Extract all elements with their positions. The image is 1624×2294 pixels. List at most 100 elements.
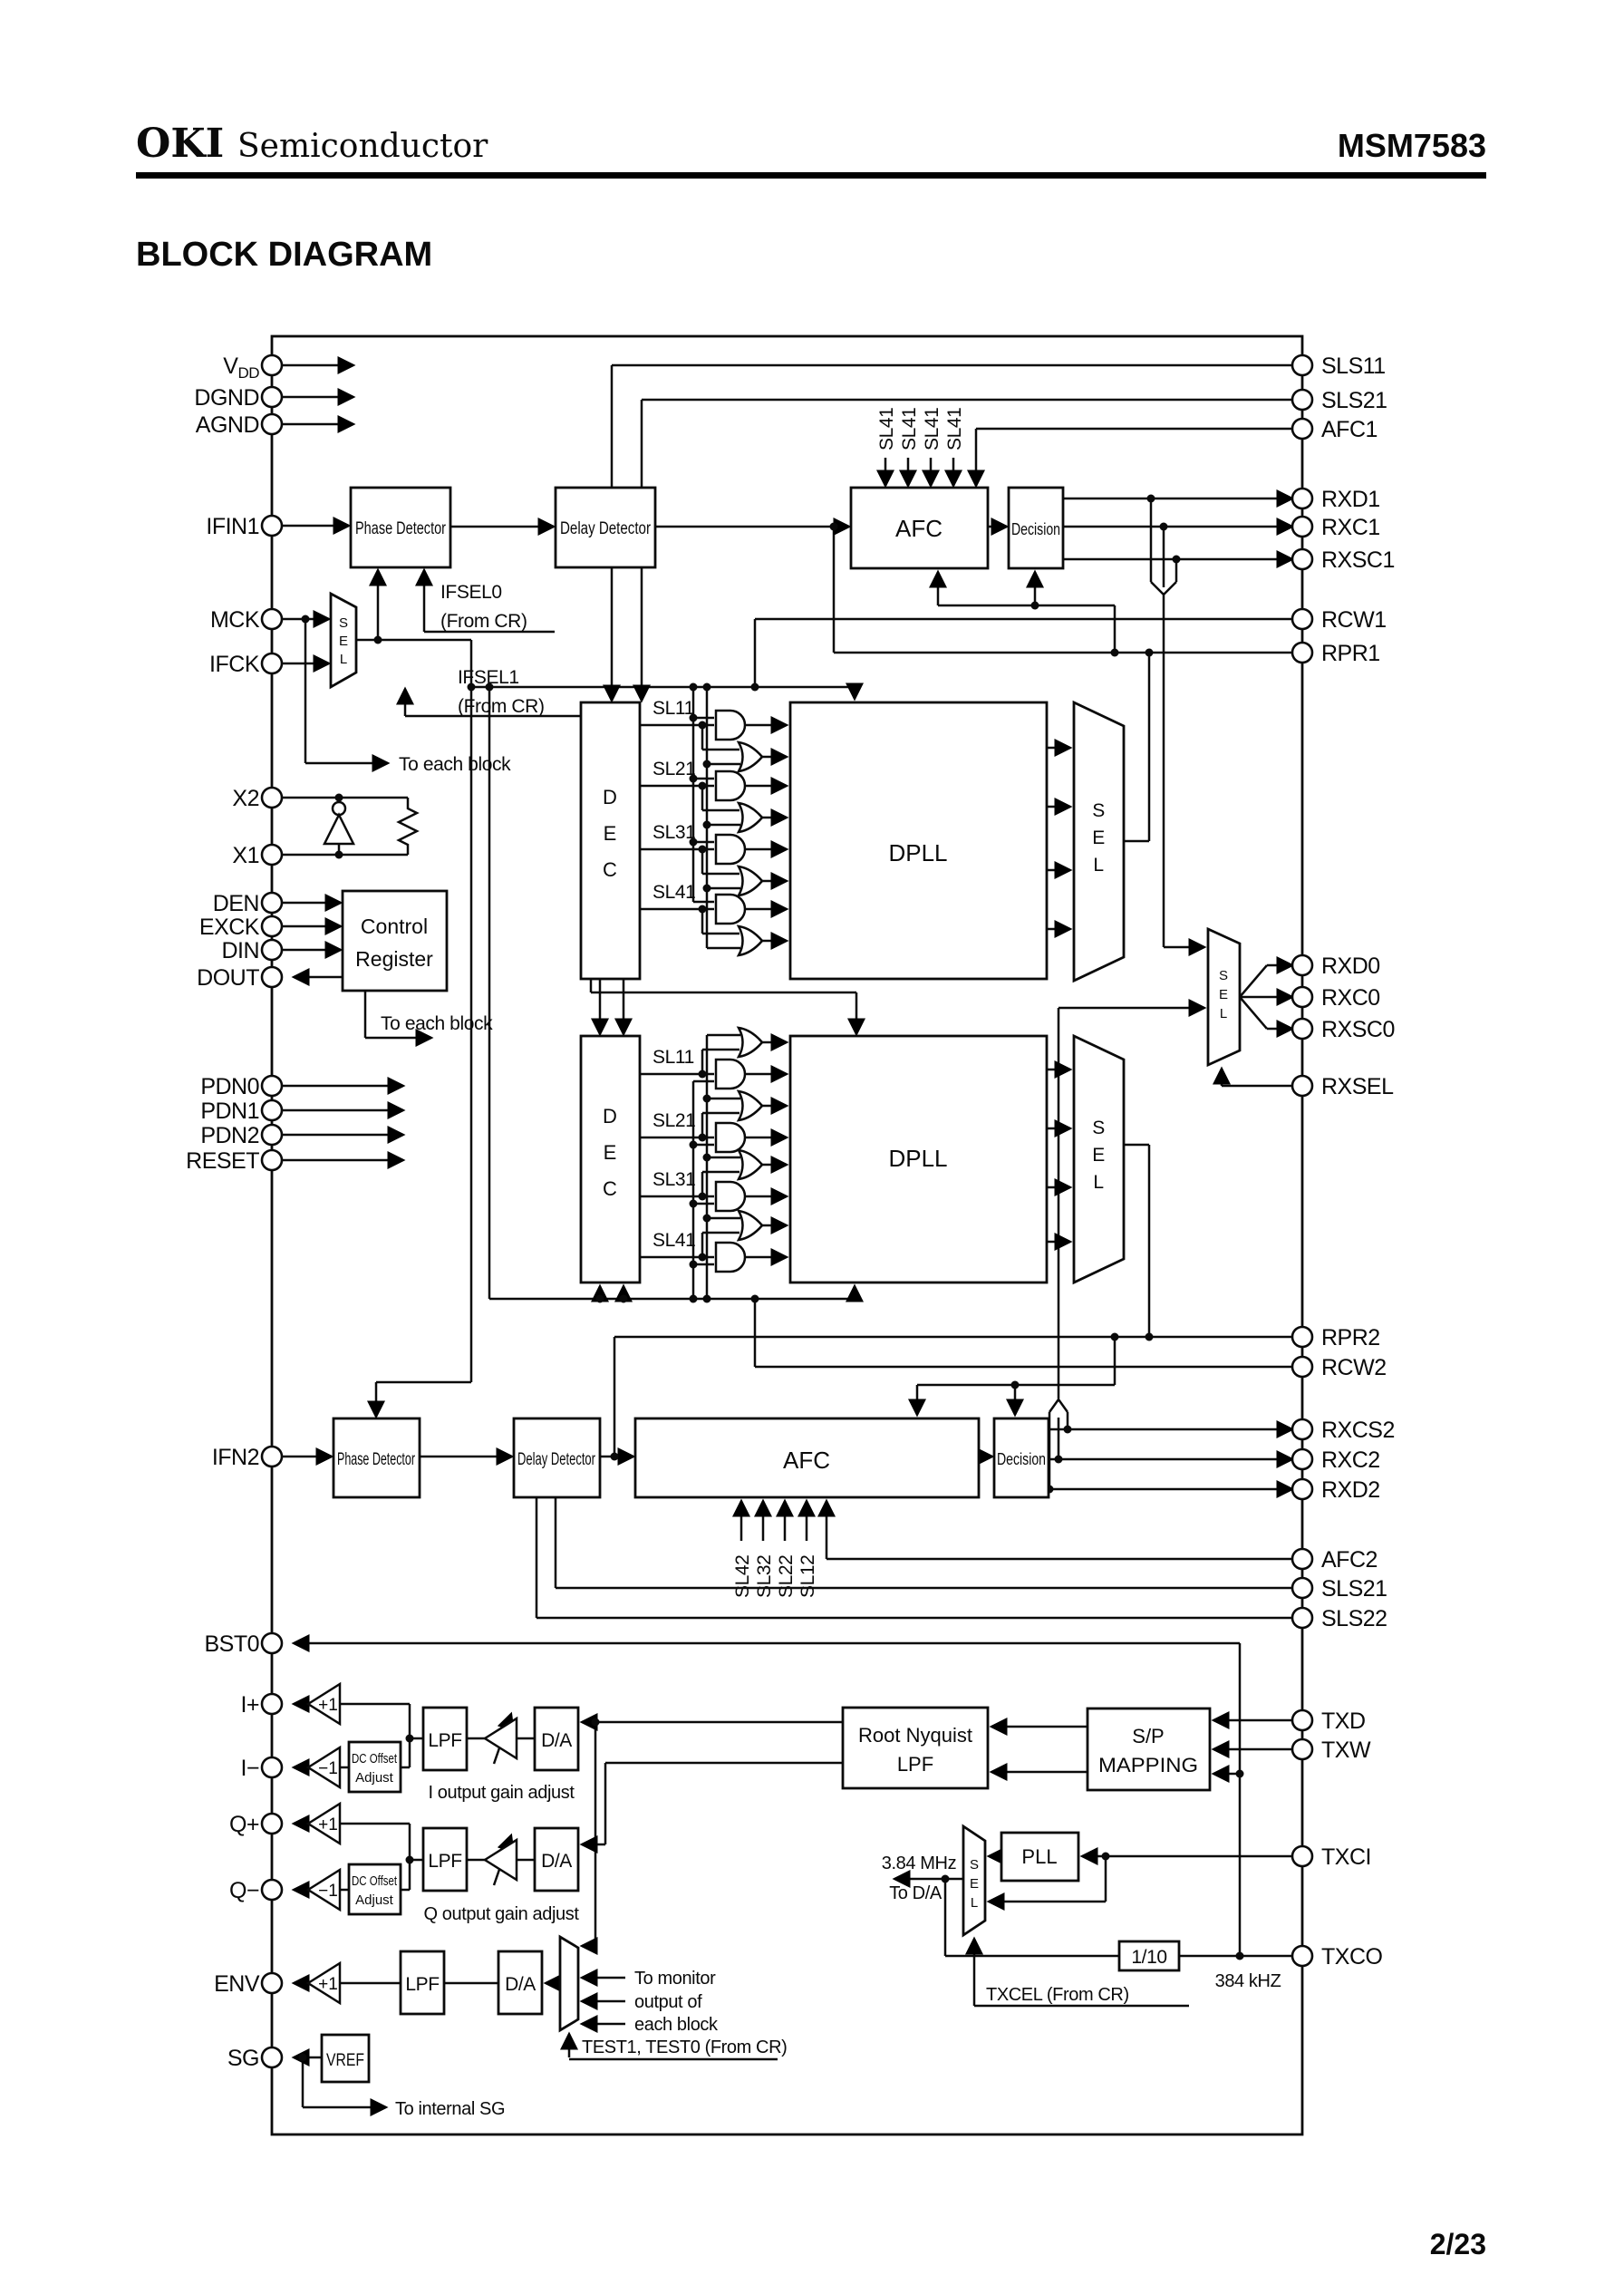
- diagram-label: RXC2: [1321, 1447, 1380, 1473]
- junction-dot: [689, 1199, 698, 1208]
- diagram-label: MAPPING: [1098, 1754, 1198, 1776]
- diagram-label: E: [970, 1876, 979, 1892]
- junction-dot: [689, 774, 698, 783]
- diagram-label: PDN1: [200, 1099, 259, 1124]
- dpll-2-label: DPLL: [888, 1145, 947, 1172]
- diagram-label: S: [339, 615, 348, 631]
- pin-reset: [260, 1148, 284, 1172]
- diagram-label: SL21: [652, 759, 695, 779]
- diagram-label: AFC2: [1321, 1547, 1378, 1573]
- sl41-vertical-label: SL41: [876, 408, 897, 450]
- and-gate: [714, 833, 747, 866]
- diagram-label: To D/A: [889, 1883, 942, 1903]
- and-gate: [714, 893, 747, 925]
- or-gate: [736, 924, 764, 957]
- diagram-label: (From CR): [440, 611, 527, 632]
- pin-q-minus: [260, 1878, 284, 1902]
- pin-rxcs2: [1290, 1418, 1314, 1441]
- diagram-label: VREF: [326, 2051, 364, 2070]
- junction-dot: [1101, 1852, 1110, 1861]
- and-gate: [714, 1180, 747, 1213]
- dec-1: [579, 701, 642, 981]
- amp-env: [305, 1960, 342, 2006]
- junction-dot: [698, 845, 707, 854]
- phase-detector-2-label: Phase Detector: [337, 1450, 415, 1469]
- diagram-label: PLL: [1021, 1845, 1057, 1868]
- diagram-label: RXD1: [1321, 487, 1380, 512]
- diagram-label: TXW: [1321, 1737, 1371, 1763]
- junction-dot: [702, 760, 711, 769]
- diagram-label: EXCK: [199, 915, 260, 940]
- diagram-label: ENV: [214, 1971, 260, 1997]
- wire: [282, 363, 1302, 2107]
- pin-dgnd: [260, 385, 284, 409]
- junction-dot: [334, 793, 343, 802]
- diagram-label: C: [603, 858, 617, 881]
- diagram-label: RESET: [186, 1148, 259, 1174]
- junction-dot: [301, 615, 310, 624]
- junction-dot: [595, 1294, 604, 1303]
- diagram-label: +1: [318, 1975, 338, 1994]
- pin-i-minus: [260, 1756, 284, 1779]
- da-env: [497, 1950, 544, 2016]
- label-layer: SL11 SL21 SL31 SL41 SL11 SL21 SL31 SL41 …: [381, 408, 1281, 2119]
- phase-detector-1-label: Phase Detector: [355, 519, 447, 538]
- diagram-label: RXSC0: [1321, 1017, 1395, 1042]
- diagram-label: +1: [318, 1696, 338, 1715]
- amp-i-plus: [305, 1681, 342, 1727]
- dc-offset-q: [347, 1863, 402, 1916]
- diagram-label: C: [603, 1177, 617, 1200]
- pin-sls22: [1290, 1606, 1314, 1630]
- monitor-sel-mux: [558, 1934, 580, 2033]
- diagram-label: To each block: [399, 754, 511, 775]
- pin-pdn2: [260, 1123, 284, 1147]
- lpf-i: [421, 1706, 469, 1772]
- junction-dots: [298, 494, 1244, 2062]
- and-gate: [714, 1121, 747, 1154]
- junction-dot: [750, 1294, 759, 1303]
- diagram-label: E: [604, 822, 617, 845]
- decision-1-label: Decision: [1011, 520, 1060, 538]
- root-nyquist-lpf: [841, 1706, 990, 1790]
- amp-q-plus: [305, 1801, 342, 1846]
- and-gate: [714, 770, 747, 802]
- diagram-label: RCW1: [1321, 607, 1387, 633]
- diagram-label: D/A: [505, 1974, 536, 1995]
- header-rule: [136, 172, 1486, 179]
- or-gate: [736, 1089, 764, 1122]
- ifsel0-label: IFSEL0: [440, 582, 502, 603]
- pin-sls21: [1290, 388, 1314, 411]
- junction-dot: [591, 1718, 600, 1727]
- diagram-label: To each block: [381, 1013, 493, 1034]
- diagram-label: L: [971, 1895, 978, 1911]
- diagram-label: DC Offset: [352, 1751, 398, 1766]
- diagram-label: To internal SG: [395, 2099, 505, 2119]
- junction-dot: [1145, 1332, 1154, 1341]
- pin-sls21-2: [1290, 1576, 1314, 1600]
- junction-dot: [1110, 648, 1119, 657]
- junction-dot: [689, 682, 698, 692]
- pin-txci: [1290, 1844, 1314, 1868]
- junction-dot: [702, 1094, 711, 1103]
- diagram-label: RXD2: [1321, 1477, 1380, 1503]
- ifsel1-label: IFSEL1: [458, 667, 519, 688]
- diagram-label: LPF: [428, 1851, 461, 1872]
- diagram-label: PDN2: [200, 1123, 259, 1148]
- junction-dot: [373, 635, 382, 644]
- diagram-label: MCK: [210, 607, 260, 633]
- junction-dot: [750, 682, 759, 692]
- da-i: [533, 1706, 580, 1772]
- diagram-label: E: [1092, 828, 1105, 848]
- pin-rxsel: [1290, 1074, 1314, 1098]
- pin-afc1: [1290, 417, 1314, 440]
- diagram-label: SLS21: [1321, 1576, 1387, 1602]
- diagram-label: −1: [318, 1882, 338, 1901]
- delay-detector-2: [512, 1417, 602, 1499]
- junction-dot: [467, 682, 476, 692]
- diagram-label: LPF: [428, 1730, 461, 1751]
- diagram-label: SL31: [652, 1169, 695, 1190]
- diagram-label: S: [970, 1857, 979, 1873]
- diagram-label: SL41: [944, 408, 965, 450]
- diagram-label: IFCK: [209, 652, 260, 677]
